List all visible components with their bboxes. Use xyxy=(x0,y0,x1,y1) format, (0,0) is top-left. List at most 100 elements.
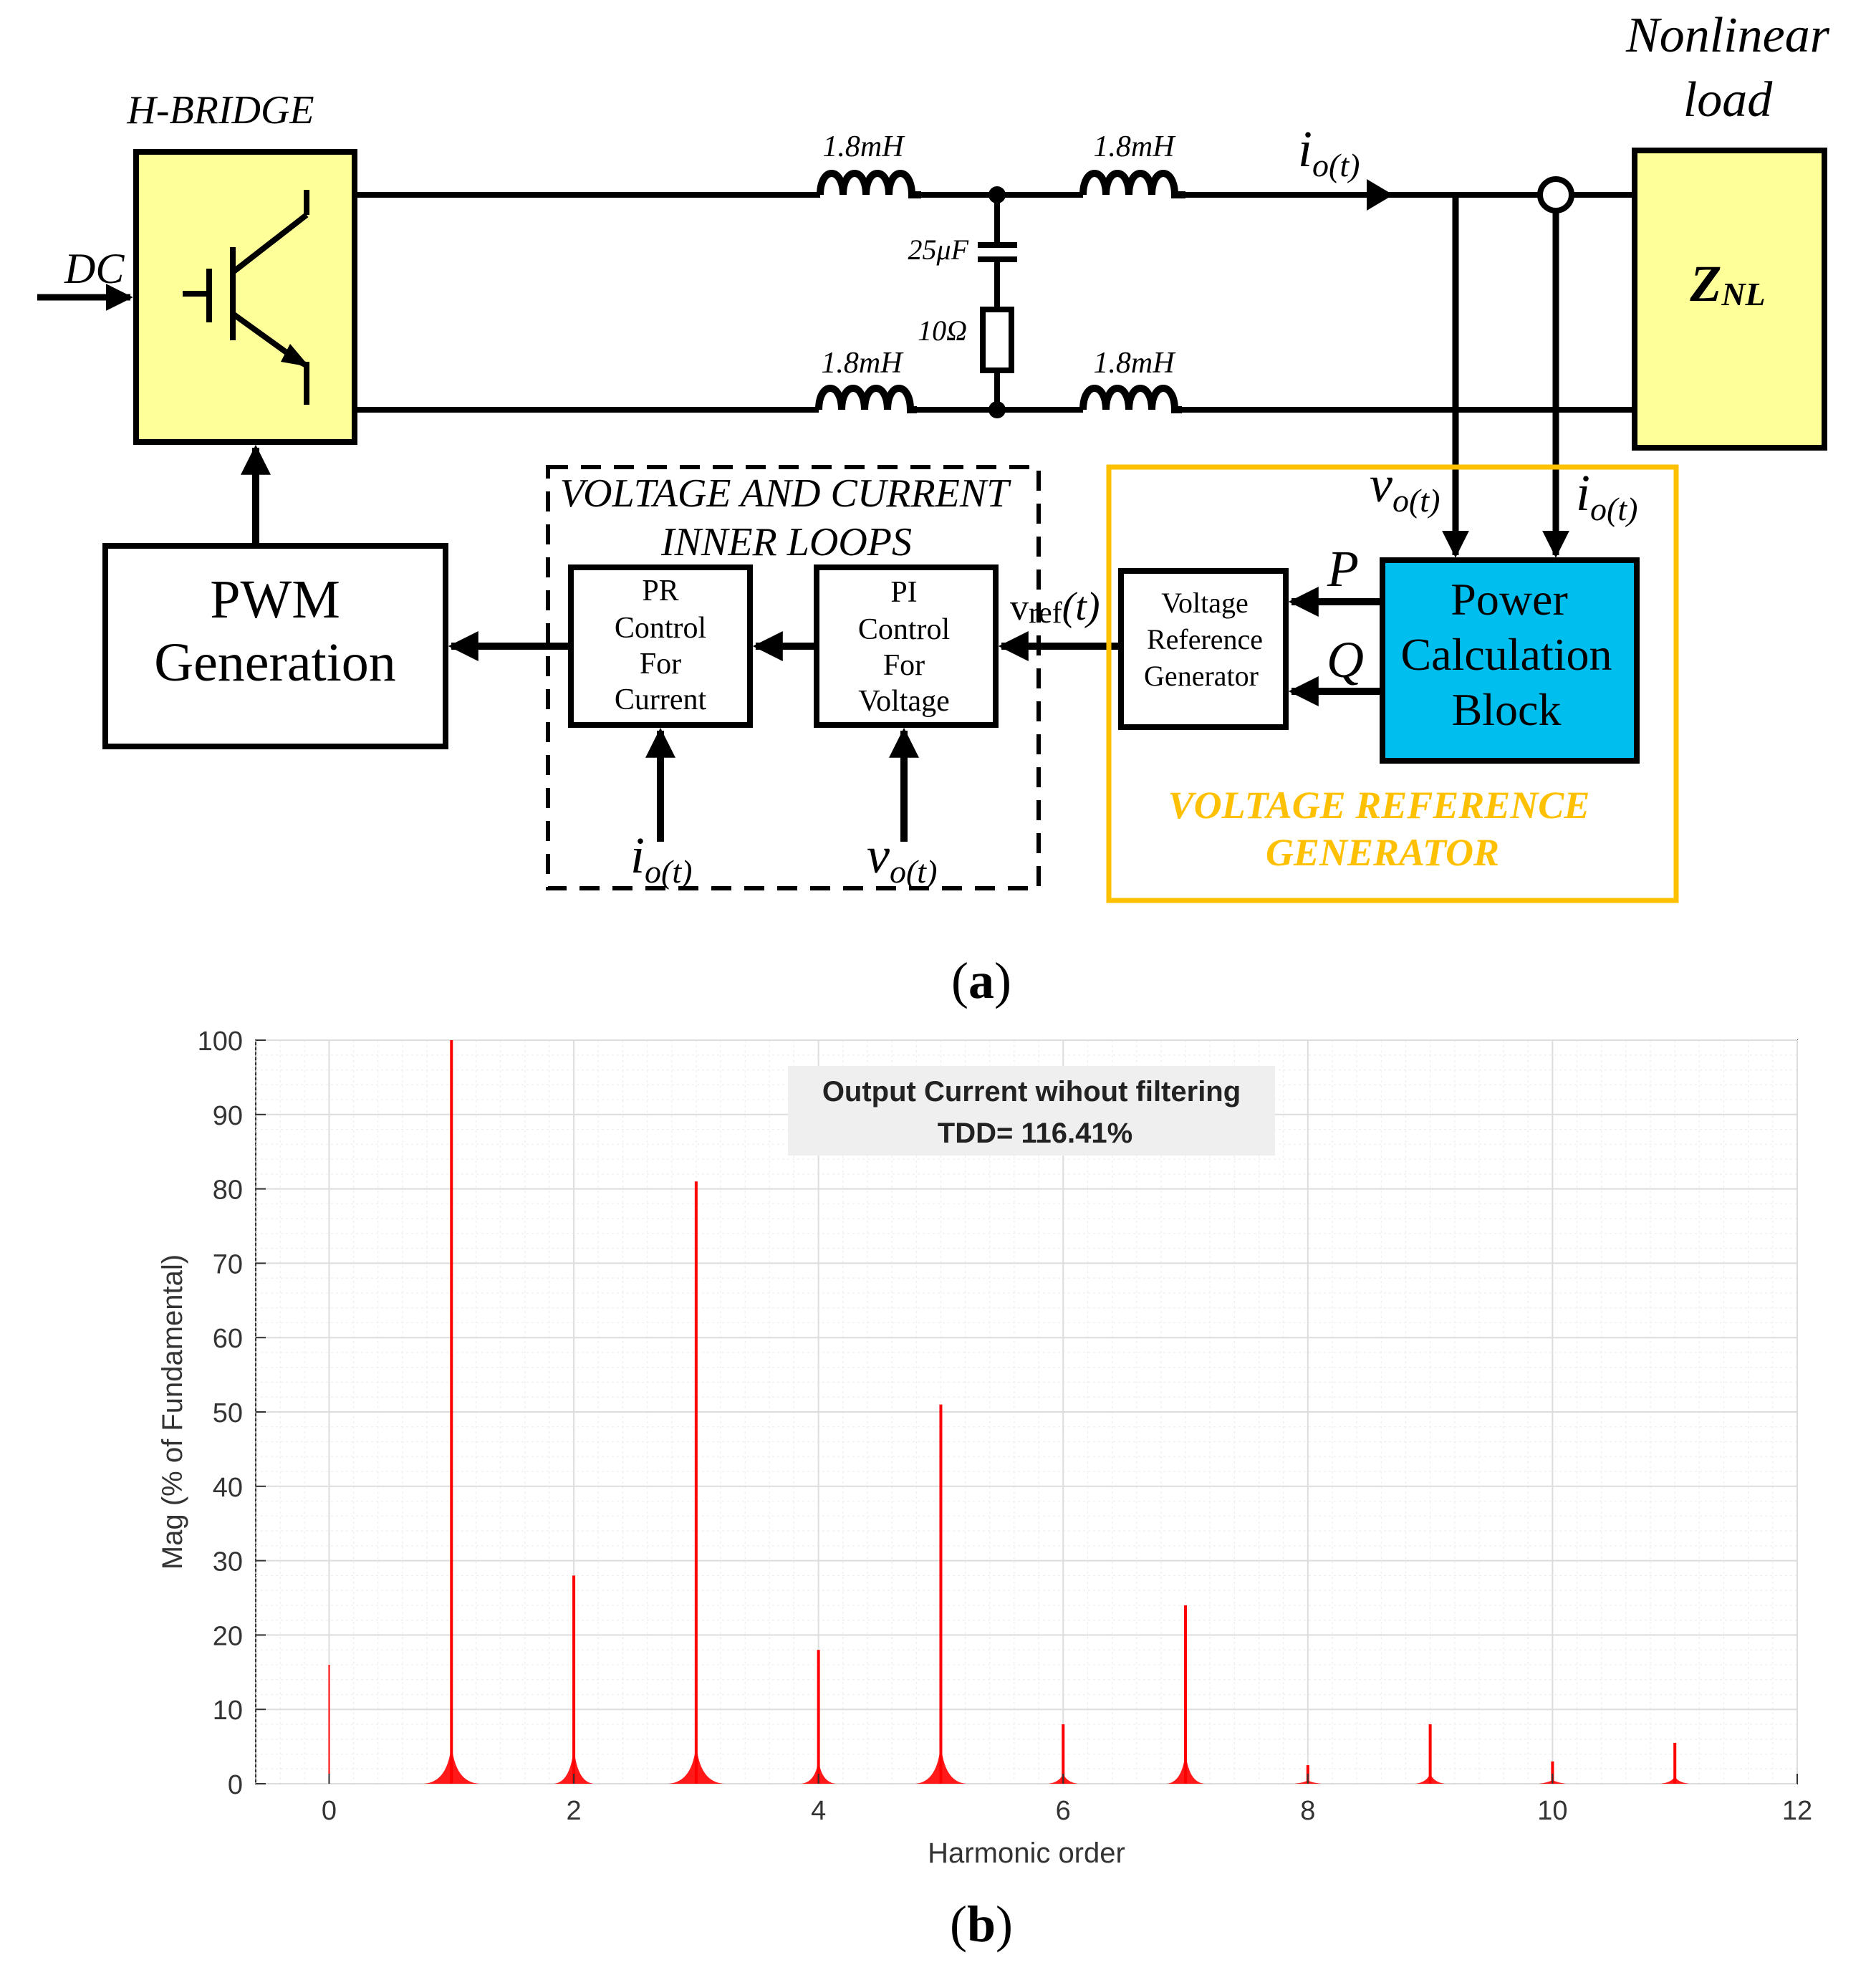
chart-annotation-line1: Output Current wihout filtering xyxy=(822,1076,1241,1107)
inductor-bottom-right-label: 1.8mH xyxy=(1093,347,1176,380)
dc-label: DC xyxy=(64,245,125,292)
inductor-top-left-label: 1.8mH xyxy=(822,130,905,163)
y-tick-label: 80 xyxy=(213,1176,243,1206)
power-calc-line3: Block xyxy=(1452,684,1562,735)
output-current-label-top: io(t) xyxy=(1298,120,1360,183)
h-bridge-title: H-BRIDGE xyxy=(126,88,314,133)
y-tick-label: 30 xyxy=(213,1547,243,1577)
harmonic-bar-5 xyxy=(939,1404,943,1784)
inductor-bottom-right xyxy=(1079,385,1182,413)
harmonic-bar-2 xyxy=(572,1575,576,1784)
pi-line4: Voltage xyxy=(858,685,950,718)
x-tick-label: 4 xyxy=(811,1796,826,1826)
pr-control-block xyxy=(568,564,753,728)
x-tick-label: 10 xyxy=(1537,1796,1567,1826)
h-bridge-block xyxy=(133,149,357,445)
x-tick-label: 0 xyxy=(322,1796,337,1826)
pwm-line2: Generation xyxy=(154,633,396,693)
y-tick-label: 10 xyxy=(213,1696,243,1726)
pr-line3: For xyxy=(640,648,681,681)
vrg-title-line1: VOLTAGE REFERENCE xyxy=(1168,784,1590,827)
pr-line4: Current xyxy=(615,683,707,716)
x-tick-label: 6 xyxy=(1056,1796,1071,1826)
x-tick-label: 2 xyxy=(566,1796,581,1826)
vrg-title-line2: GENERATOR xyxy=(1266,831,1499,874)
voltage-reference-generator-group xyxy=(1106,464,1679,903)
pi-line2: Control xyxy=(858,613,950,646)
y-tick-label: 40 xyxy=(213,1473,243,1503)
caption-b: (b) xyxy=(950,1895,1013,1953)
capacitor-label: 25μF xyxy=(908,234,968,266)
harmonic-bar-11 xyxy=(1673,1742,1677,1784)
harmonic-bar-4 xyxy=(817,1650,820,1784)
harmonic-skirt-7 xyxy=(1166,1752,1205,1784)
harmonic-skirt-3 xyxy=(668,1742,724,1784)
power-calculation-block xyxy=(1380,557,1640,764)
q-label: Q xyxy=(1327,631,1364,688)
pwm-generation-block xyxy=(102,543,448,749)
resistor-label: 10Ω xyxy=(918,314,967,347)
harmonic-skirt-11 xyxy=(1660,1776,1690,1784)
pr-line1: PR xyxy=(642,575,678,607)
harmonic-bar-9 xyxy=(1428,1724,1432,1784)
pwm-line1: PWM xyxy=(210,570,340,630)
power-calc-line2: Calculation xyxy=(1400,629,1612,680)
y-tick-label: 50 xyxy=(213,1398,243,1428)
vrg-block-line2: Reference xyxy=(1147,623,1263,655)
inductor-bottom-left xyxy=(815,385,917,413)
inductor-top-left xyxy=(817,170,921,198)
y-tick-label: 100 xyxy=(198,1027,243,1057)
vref-label: vref(t) xyxy=(1010,585,1100,630)
inner-loops-title-line1: VOLTAGE AND CURRENT xyxy=(560,471,1012,516)
inductor-top-right-label: 1.8mH xyxy=(1093,130,1176,163)
harmonic-skirt-2 xyxy=(554,1746,594,1784)
harmonic-bar-0 xyxy=(328,1664,330,1784)
load-symbol: ZNL xyxy=(1689,255,1765,312)
power-calc-line1: Power xyxy=(1451,574,1568,625)
vrg-block-line1: Voltage xyxy=(1161,587,1248,619)
caption-a: (a) xyxy=(951,952,1011,1009)
load-title-line2: load xyxy=(1683,72,1773,128)
major-grid xyxy=(256,1039,1798,1784)
harmonic-bar-3 xyxy=(694,1181,698,1784)
harmonic-skirt-5 xyxy=(915,1742,967,1784)
inductor-top-right xyxy=(1079,170,1185,198)
pi-line1: PI xyxy=(890,576,917,609)
harmonic-skirt-1 xyxy=(423,1742,480,1784)
x-tick-label: 8 xyxy=(1300,1796,1315,1826)
load-title-line1: Nonlinear xyxy=(1625,8,1830,63)
voltage-reference-generator-block xyxy=(1118,568,1289,730)
harmonic-bar-7 xyxy=(1184,1605,1188,1784)
y-tick-label: 0 xyxy=(228,1770,243,1800)
harmonic-skirt-4 xyxy=(801,1759,836,1784)
control-block-diagram: H-BRIDGE DC 1.8mH 1.8mH 1.8mH xyxy=(37,8,1830,1009)
chart-annotation-box xyxy=(788,1066,1275,1155)
harmonic-bars xyxy=(328,1040,1690,1784)
nonlinear-load-block xyxy=(1632,148,1827,451)
pr-line2: Control xyxy=(615,612,706,645)
vrg-block-line3: Generator xyxy=(1144,660,1259,692)
harmonic-skirt-9 xyxy=(1415,1773,1446,1784)
x-axis-label: Harmonic order xyxy=(928,1837,1125,1869)
current-sensor-icon xyxy=(1537,176,1574,213)
harmonic-bar-1 xyxy=(450,1040,453,1784)
pr-feedback-label: io(t) xyxy=(630,827,692,890)
y-axis-label: Mag (% of Fundamental) xyxy=(157,1254,188,1570)
y-tick-label: 60 xyxy=(213,1324,243,1354)
pi-feedback-label: vo(t) xyxy=(867,827,937,890)
output-current-arrowhead xyxy=(1367,179,1393,211)
pi-line3: For xyxy=(883,649,925,682)
y-tick-label: 20 xyxy=(213,1621,243,1651)
inner-loops-group xyxy=(546,465,1041,890)
inner-loops-title-line2: INNER LOOPS xyxy=(660,520,912,564)
rc-shunt-branch xyxy=(978,186,1017,418)
harmonic-bar-6 xyxy=(1062,1724,1065,1784)
p-label: P xyxy=(1327,540,1359,597)
y-tick-label: 90 xyxy=(213,1101,243,1131)
chart-annotation-line2: TDD= 116.41% xyxy=(938,1118,1132,1149)
igbt-icon xyxy=(183,190,309,405)
current-tap-label: io(t) xyxy=(1576,464,1637,527)
